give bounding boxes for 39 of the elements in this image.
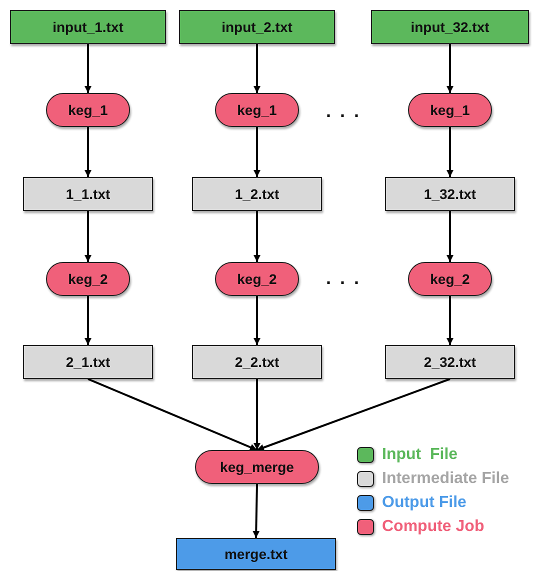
arrow [254,44,260,93]
arrow [446,44,454,93]
compute-job-pill: keg_2 [46,262,130,296]
arrow [446,127,454,177]
compute-job-pill: keg_merge [195,450,319,484]
arrow [84,211,92,262]
compute-job-pill: keg_2 [408,262,492,296]
arrow [446,296,454,345]
arrow [84,127,92,177]
ellipsis: . . . [326,101,362,122]
legend-label: Input File [382,446,458,464]
file-box: 2_1.txt [23,345,153,379]
arrow [254,379,260,450]
compute-job-pill: keg_2 [215,262,299,296]
compute-job-pill: keg_1 [408,93,492,127]
legend-label: Intermediate File [382,470,510,488]
arrow [446,211,454,262]
file-box: 1_2.txt [192,177,322,211]
file-box: 1_1.txt [23,177,153,211]
legend-label: Output File [382,494,466,512]
arrow [254,211,260,262]
file-box: input_2.txt [179,10,335,44]
file-box: merge.txt [176,538,336,570]
ellipsis: . . . [326,268,362,289]
file-box: 2_32.txt [385,345,515,379]
arrow [252,484,260,538]
arrow [84,296,92,345]
arrow [254,296,260,345]
file-box: 2_2.txt [192,345,322,379]
arrow [88,378,258,451]
compute-job-pill: keg_1 [46,93,130,127]
arrow [84,44,92,93]
file-box: 1_32.txt [385,177,515,211]
legend-label: Compute Job [382,518,484,536]
compute-job-pill: keg_1 [215,93,299,127]
arrow [254,127,260,177]
file-box: input_32.txt [371,10,529,44]
arrow [256,378,450,451]
file-box: input_1.txt [10,10,166,44]
